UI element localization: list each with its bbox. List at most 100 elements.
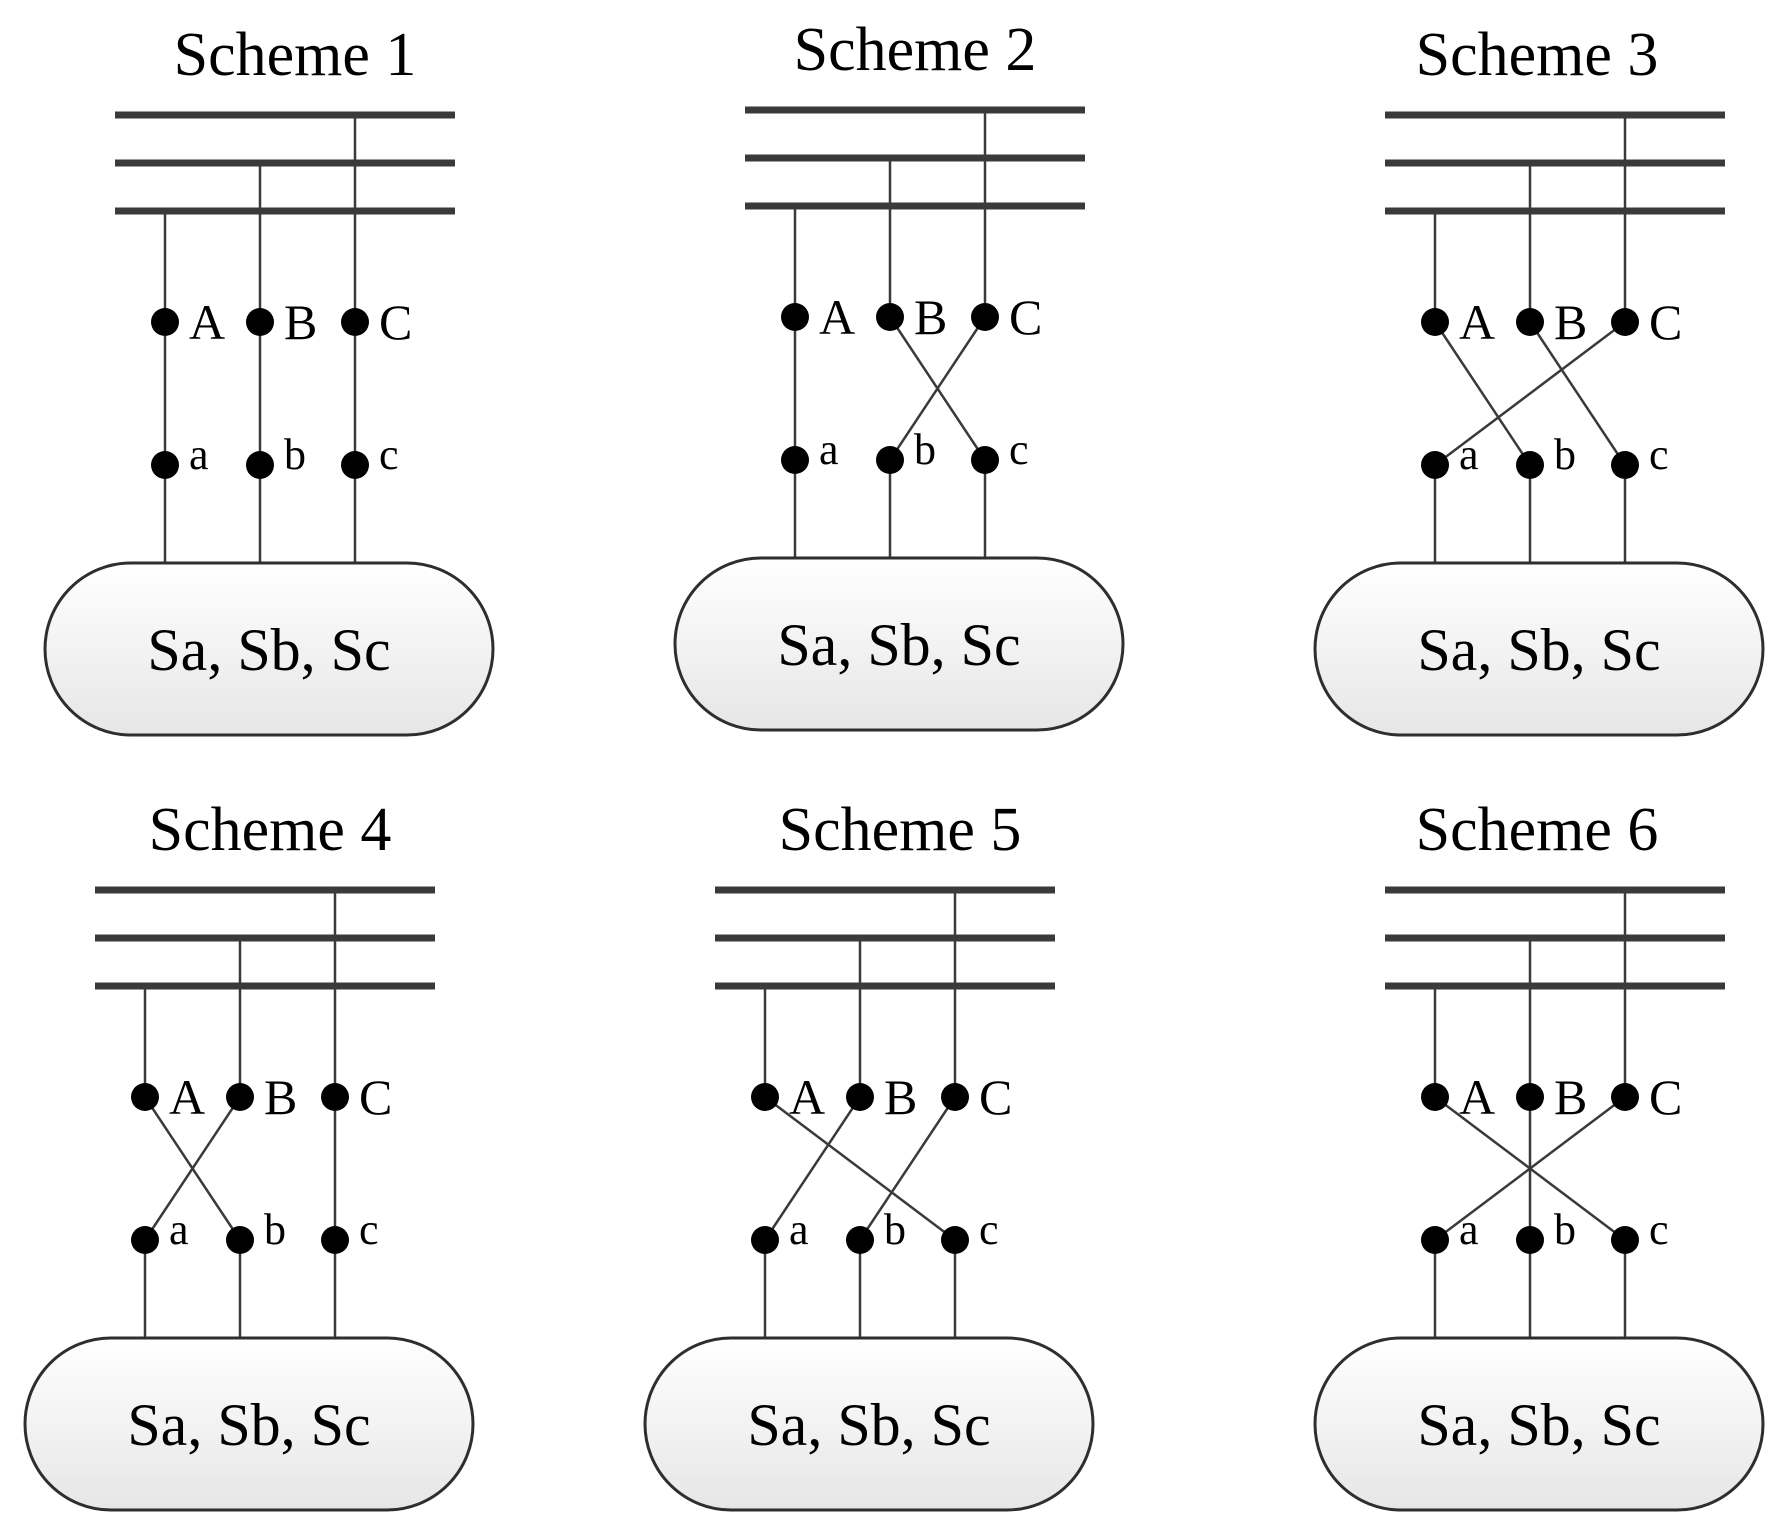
phase-link-b-to-a bbox=[143, 1096, 242, 1241]
upper-node-label: B bbox=[264, 1069, 297, 1125]
upper-node-c bbox=[1611, 1083, 1639, 1111]
lower-node-label: c bbox=[1649, 1205, 1669, 1254]
lower-node-label: a bbox=[169, 1205, 189, 1254]
load-block bbox=[673, 556, 1125, 732]
upper-node-label: B bbox=[1554, 1069, 1587, 1125]
lower-node-label: b bbox=[264, 1205, 286, 1254]
lower-node-label: a bbox=[789, 1205, 809, 1254]
lower-node-c bbox=[321, 1226, 349, 1254]
upper-node-label: A bbox=[169, 1069, 205, 1125]
upper-node-label: C bbox=[379, 294, 412, 350]
load-block bbox=[1313, 1336, 1765, 1512]
upper-node-c bbox=[971, 303, 999, 331]
lower-node-a bbox=[751, 1226, 779, 1254]
phase-link-a-to-c bbox=[764, 1096, 956, 1241]
lower-node-a bbox=[151, 451, 179, 479]
lower-node-a bbox=[781, 446, 809, 474]
lower-node-label: b bbox=[884, 1205, 906, 1254]
upper-node-label: B bbox=[884, 1069, 917, 1125]
upper-node-c bbox=[941, 1083, 969, 1111]
phase-link-c-to-b bbox=[858, 1096, 957, 1241]
lower-node-b bbox=[876, 446, 904, 474]
scheme-title: Scheme 5 bbox=[779, 796, 1022, 864]
lower-node-label: c bbox=[1649, 430, 1669, 479]
load-label: Sa, Sb, Sc bbox=[147, 617, 390, 683]
lower-node-label: c bbox=[379, 430, 399, 479]
upper-node-label: A bbox=[819, 289, 855, 345]
lower-node-label: c bbox=[359, 1205, 379, 1254]
upper-node-a bbox=[781, 303, 809, 331]
load-block bbox=[43, 561, 495, 737]
upper-node-c bbox=[1611, 308, 1639, 336]
lower-node-a bbox=[1421, 451, 1449, 479]
lower-node-label: b bbox=[1554, 1205, 1576, 1254]
lower-node-label: b bbox=[1554, 430, 1576, 479]
load-block bbox=[1313, 561, 1765, 737]
upper-node-label: A bbox=[189, 294, 225, 350]
upper-node-a bbox=[131, 1083, 159, 1111]
lower-node-a bbox=[1421, 1226, 1449, 1254]
lower-node-c bbox=[1611, 451, 1639, 479]
upper-node-a bbox=[751, 1083, 779, 1111]
upper-node-c bbox=[321, 1083, 349, 1111]
upper-node-label: B bbox=[914, 289, 947, 345]
lower-node-label: a bbox=[1459, 430, 1479, 479]
load-label: Sa, Sb, Sc bbox=[1417, 617, 1660, 683]
load-label: Sa, Sb, Sc bbox=[777, 612, 1020, 678]
upper-node-label: A bbox=[1459, 1069, 1495, 1125]
scheme-title: Scheme 3 bbox=[1416, 21, 1659, 89]
scheme-title: Scheme 2 bbox=[794, 16, 1037, 84]
lower-node-label: a bbox=[1459, 1205, 1479, 1254]
upper-node-b bbox=[846, 1083, 874, 1111]
scheme-title: Scheme 1 bbox=[174, 21, 417, 89]
lower-node-label: b bbox=[914, 425, 936, 474]
lower-node-b bbox=[226, 1226, 254, 1254]
lower-node-b bbox=[1516, 451, 1544, 479]
upper-node-label: B bbox=[284, 294, 317, 350]
load-block bbox=[643, 1336, 1095, 1512]
phase-link-c-to-a bbox=[1434, 1096, 1626, 1241]
load-label: Sa, Sb, Sc bbox=[747, 1392, 990, 1458]
phase-link-b-to-c bbox=[1528, 321, 1627, 466]
upper-node-label: C bbox=[1009, 289, 1042, 345]
upper-node-label: C bbox=[979, 1069, 1012, 1125]
lower-node-c bbox=[1611, 1226, 1639, 1254]
upper-node-label: A bbox=[1459, 294, 1495, 350]
scheme-title: Scheme 6 bbox=[1416, 796, 1659, 864]
upper-node-a bbox=[151, 308, 179, 336]
phase-link-a-to-b bbox=[1433, 321, 1532, 466]
upper-node-b bbox=[226, 1083, 254, 1111]
lower-node-label: b bbox=[284, 430, 306, 479]
upper-node-a bbox=[1421, 308, 1449, 336]
lower-node-a bbox=[131, 1226, 159, 1254]
upper-node-label: B bbox=[1554, 294, 1587, 350]
lower-node-label: a bbox=[819, 425, 839, 474]
lower-node-b bbox=[1516, 1226, 1544, 1254]
upper-node-label: C bbox=[1649, 294, 1682, 350]
scheme-title: Scheme 4 bbox=[149, 796, 392, 864]
lower-node-b bbox=[846, 1226, 874, 1254]
lower-node-label: a bbox=[189, 430, 209, 479]
phase-link-c-to-a bbox=[1434, 321, 1626, 466]
upper-node-b bbox=[1516, 308, 1544, 336]
lower-node-label: c bbox=[979, 1205, 999, 1254]
upper-node-b bbox=[1516, 1083, 1544, 1111]
lower-node-label: c bbox=[1009, 425, 1029, 474]
lower-node-c bbox=[971, 446, 999, 474]
phase-link-c-to-b bbox=[888, 316, 987, 461]
upper-node-b bbox=[246, 308, 274, 336]
load-label: Sa, Sb, Sc bbox=[1417, 1392, 1660, 1458]
upper-node-label: C bbox=[359, 1069, 392, 1125]
upper-node-label: A bbox=[789, 1069, 825, 1125]
upper-node-label: C bbox=[1649, 1069, 1682, 1125]
lower-node-c bbox=[341, 451, 369, 479]
upper-node-a bbox=[1421, 1083, 1449, 1111]
load-label: Sa, Sb, Sc bbox=[127, 1392, 370, 1458]
lower-node-b bbox=[246, 451, 274, 479]
